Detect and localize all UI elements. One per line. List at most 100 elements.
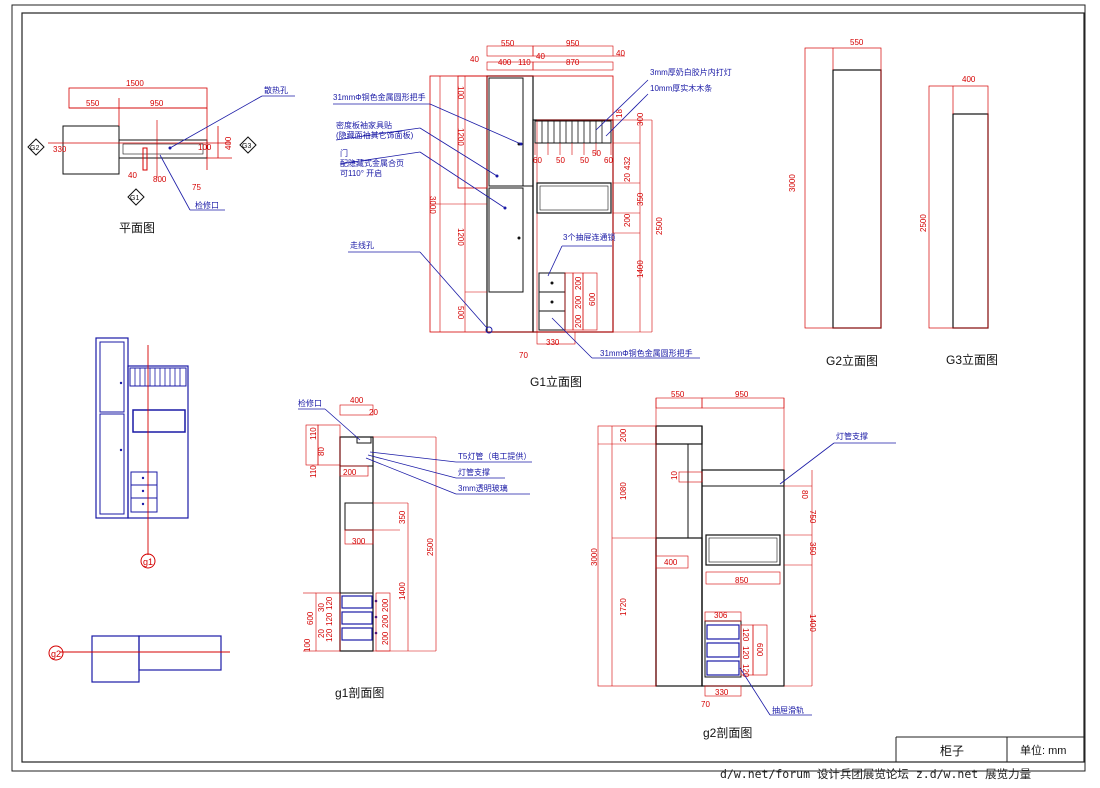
g1s-dim-350: 350 bbox=[398, 510, 407, 524]
outer-frame bbox=[11, 4, 1086, 772]
g1-dim-bottom-330: 330 bbox=[546, 338, 560, 347]
g2s-note-slide: 抽屉滑轨 bbox=[772, 705, 804, 715]
g2s-dim-120b: 120 bbox=[741, 646, 750, 660]
g1-dim-left-1200b: 1200 bbox=[456, 228, 465, 246]
svg-text:g1: g1 bbox=[143, 557, 153, 567]
g2s-dim-120c: 120 bbox=[741, 664, 750, 678]
g1s-dim-80: 80 bbox=[317, 447, 326, 456]
title-block-name: 柜子 bbox=[940, 744, 964, 758]
g2s-dim-350: 350 bbox=[808, 542, 817, 556]
marker-g1-section: g1 bbox=[140, 553, 156, 569]
g1s-dim-2500: 2500 bbox=[426, 538, 435, 556]
title-block: 柜子 单位: mm bbox=[895, 736, 1084, 762]
marker-g3: G3 bbox=[239, 136, 257, 154]
g2-elevation: 550 3000 G2立面图 bbox=[788, 38, 882, 368]
g1-dim-top-400: 400 bbox=[498, 58, 512, 67]
g1-note-wood: 10mm厚实木木条 bbox=[650, 83, 712, 93]
g2s-note-bracket: 灯管支撑 bbox=[836, 431, 868, 441]
g1-dim-drawer-200b: 200 bbox=[574, 295, 583, 309]
g1-dim-slat-60a: 60 bbox=[533, 156, 542, 165]
g1-note-handle: 31mmΦ铜色金属圆形把手 bbox=[333, 92, 426, 102]
g1s-note-access: 检修口 bbox=[298, 398, 322, 408]
g2s-dim-1400: 1400 bbox=[808, 614, 817, 632]
g1-dim-top-870: 870 bbox=[566, 58, 580, 67]
g1-elevation-title: G1立面图 bbox=[530, 374, 582, 389]
g1-note-door3: 可110° 开启 bbox=[340, 168, 382, 178]
g2s-dim-70: 70 bbox=[701, 700, 710, 709]
g1-dim-top-950: 950 bbox=[566, 39, 580, 48]
g2s-dim-306: 306 bbox=[714, 611, 728, 620]
g1s-dim-20b: 20 bbox=[317, 629, 326, 638]
g3-elev-width: 400 bbox=[962, 75, 976, 84]
g2-elevation-title: G2立面图 bbox=[826, 353, 878, 368]
g1-dim-right-20a: 20 bbox=[623, 173, 632, 182]
g1-dim-right-2500: 2500 bbox=[655, 217, 664, 235]
g1-dim-drawer-200c: 200 bbox=[574, 314, 583, 328]
marker-g2-section: g2 bbox=[48, 645, 64, 661]
g2s-dim-1080: 1080 bbox=[619, 482, 628, 500]
g1-dim-bottom-70: 70 bbox=[519, 351, 528, 360]
g1s-dim-200c: 200 bbox=[381, 631, 390, 645]
g1-note-film: 3mm厚奶白胶片内打灯 bbox=[650, 67, 732, 77]
plan-note-vent: 散热孔 bbox=[264, 85, 288, 95]
g2-section-title: g2剖面图 bbox=[703, 726, 752, 740]
g3-elevation: 400 2500 G3立面图 bbox=[919, 75, 998, 367]
g2s-dim-330: 330 bbox=[715, 688, 729, 697]
plan-dim-330: 330 bbox=[53, 145, 67, 154]
g2s-dim-550: 550 bbox=[671, 390, 685, 399]
svg-text:g2: g2 bbox=[51, 649, 61, 659]
g1s-dim-110b: 110 bbox=[309, 465, 318, 478]
g1-dim-left-3000: 3000 bbox=[428, 196, 437, 214]
g1-dim-left-100: 100 bbox=[456, 86, 465, 100]
g2s-dim-120a: 120 bbox=[741, 628, 750, 642]
g2s-dim-10: 10 bbox=[670, 471, 679, 480]
g1-dim-drawer-600: 600 bbox=[588, 292, 597, 306]
g1-note-door1: 门 bbox=[340, 148, 348, 158]
g2-elev-height: 3000 bbox=[788, 174, 797, 192]
svg-text:G2: G2 bbox=[30, 145, 39, 152]
g1s-dim-1400: 1400 bbox=[398, 582, 407, 600]
g1-dim-right-350: 350 bbox=[636, 192, 645, 206]
title-block-unit: 单位: mm bbox=[1020, 743, 1066, 757]
plan-view: 1500 550 950 400 40 800 75 330 100 散热孔 检… bbox=[27, 79, 295, 235]
g1s-note-bracket: 灯管支撑 bbox=[458, 467, 490, 477]
g1-dim-right-432: 432 bbox=[623, 156, 632, 170]
svg-text:G3: G3 bbox=[242, 143, 251, 150]
g1-dim-slat-50b: 50 bbox=[580, 156, 589, 165]
g3-elevation-title: G3立面图 bbox=[946, 352, 998, 367]
g1-note-mdf1: 密度板袖家具贴 bbox=[336, 120, 392, 130]
g1-note-door2: 配隐藏式金属合页 bbox=[340, 158, 404, 168]
g1-elevation: 550 950 40 400 110 40 870 40 100 1200 30… bbox=[333, 39, 732, 389]
g1-dim-top-40b: 40 bbox=[536, 52, 545, 61]
g1-dim-left-500: 500 bbox=[456, 306, 465, 320]
g1s-note-t5: T5灯管（电工提供） bbox=[458, 451, 531, 461]
g1-dim-drawer-200a: 200 bbox=[574, 276, 583, 290]
g1s-dim-110a: 110 bbox=[309, 427, 318, 440]
g1-dim-top-40c: 40 bbox=[616, 49, 625, 58]
g1s-dim-120b: 120 bbox=[325, 612, 334, 626]
inner-frame bbox=[21, 12, 1085, 763]
g1-dim-slat-50c: 50 bbox=[592, 149, 601, 158]
g1-section: 400 20 110 80 110 200 350 300 2500 1400 … bbox=[298, 396, 532, 700]
g1s-dim-30: 30 bbox=[317, 603, 326, 612]
g1-dim-right-200: 200 bbox=[623, 213, 632, 227]
g1s-dim-200a: 200 bbox=[381, 598, 390, 612]
g2s-dim-3000: 3000 bbox=[590, 548, 599, 566]
svg-text:G1: G1 bbox=[130, 195, 139, 202]
g2s-dim-200: 200 bbox=[619, 428, 628, 442]
g1-note-handle2: 31mmΦ铜色金属圆形把手 bbox=[600, 348, 693, 358]
g2s-dim-950: 950 bbox=[735, 390, 749, 399]
plan-dim-800: 800 bbox=[153, 175, 167, 184]
g1s-dim-20a: 20 bbox=[369, 408, 378, 417]
plan-dim-1500: 1500 bbox=[126, 79, 144, 88]
g1-dim-slat-50a: 50 bbox=[556, 156, 565, 165]
g1-dim-right-1400: 1400 bbox=[636, 260, 645, 278]
small-plan: g2 bbox=[48, 635, 230, 683]
plan-note-access: 检修口 bbox=[195, 200, 219, 210]
g1s-dim-120c: 120 bbox=[325, 628, 334, 642]
g1s-dim-100: 100 bbox=[303, 638, 312, 652]
g1-dim-right-18: 18 bbox=[615, 109, 624, 118]
plan-dim-40: 40 bbox=[128, 171, 137, 180]
watermark-footer: d/w.net/forum 设计兵团展览论坛 z.d/w.net 展览力量 bbox=[720, 767, 1032, 781]
plan-title: 平面图 bbox=[119, 221, 155, 235]
